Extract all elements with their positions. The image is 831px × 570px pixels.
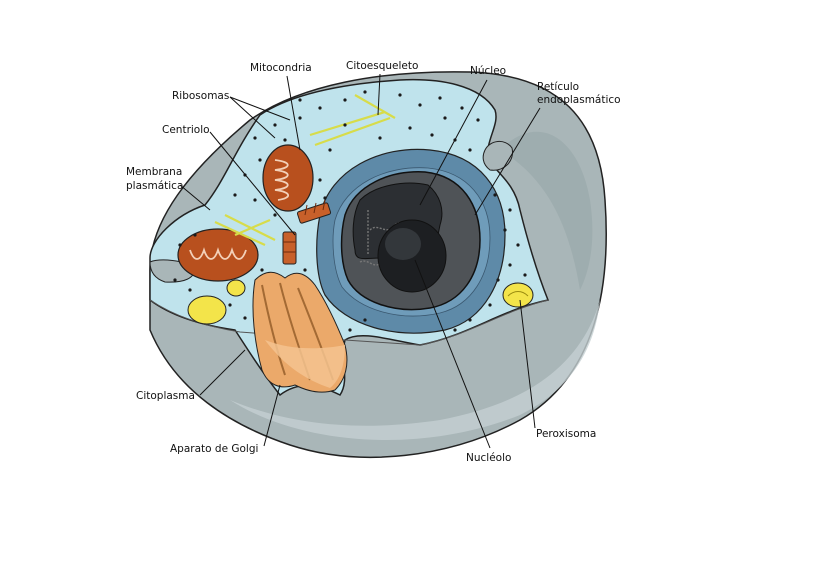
leader-citoesqueleto [377,73,381,116]
nucleus [340,171,481,311]
leader-reticulo [474,107,541,216]
centriole-1-stripe-b [313,202,317,214]
mitochondria [177,144,314,282]
leader-citoplasma [199,349,246,396]
cytoskeleton-filament-2 [314,116,391,147]
centriole-1-stripe-a [304,204,308,216]
peroxisomes [187,279,534,325]
golgi-apparatus [252,271,348,393]
leader-membrana [179,184,211,211]
peroxisome-2 [226,279,246,297]
mitochondrion-1 [262,144,314,212]
label-membrana-line2: plasmática [126,180,183,192]
peroxisome-1 [187,295,227,325]
label-ribosomas: Ribosomas [172,90,229,102]
label-nucleolo: Nucléolo [466,452,511,464]
label-aparato-golgi: Aparato de Golgi [170,443,258,455]
mitochondrion-2 [177,228,259,282]
cytoskeleton [214,94,396,246]
cytoplasm-lower-edge [149,299,549,346]
mitochondrion-1-cristae [274,159,290,201]
ribosomes [173,90,527,332]
label-centriolo: Centriolo [162,124,210,136]
leader-mitocondria [286,75,301,151]
label-membrana-line1: Membrana [126,166,182,178]
leader-ribosomas-a [229,96,291,121]
cytoskeleton-filament-6 [234,218,271,237]
cytoskeleton-filament-1 [309,110,386,137]
peroxisome-3-detail [507,291,529,297]
leader-nucleolo [414,259,491,449]
leader-peroxisoma [519,299,536,429]
label-citoesqueleto: Citoesqueleto [346,60,418,72]
label-citoplasma: Citoplasma [136,390,195,402]
label-reticulo-line2: endoplasmático [537,94,621,106]
golgi-flap [265,340,345,388]
label-peroxisoma: Peroxisoma [536,428,596,440]
label-reticulo-line1: Retículo [537,81,579,93]
labels: Mitocondria Citoesqueleto Núcleo Retícul… [126,60,621,464]
leader-nucleo [419,79,488,206]
centrioles [282,199,332,265]
leader-ribosomas-b [229,96,276,139]
golgi-cisterna-1 [261,284,286,376]
label-nucleo: Núcleo [470,65,506,77]
cell-shell-light [500,131,593,290]
membrane-notch [482,141,514,171]
leader-golgi [263,384,281,447]
centriole-2 [282,231,297,265]
cytoskeleton-filament-3 [354,94,396,119]
nucleolus-highlight [385,228,421,260]
centriole-1-stripe-c [322,199,326,211]
leader-centriolo [209,131,296,236]
mitochondrion-2-cristae [189,247,247,260]
label-mitocondria: Mitocondria [250,62,312,74]
cell-shell-shade [230,300,600,441]
leader-lines [179,73,541,449]
peroxisome-3 [502,282,534,308]
